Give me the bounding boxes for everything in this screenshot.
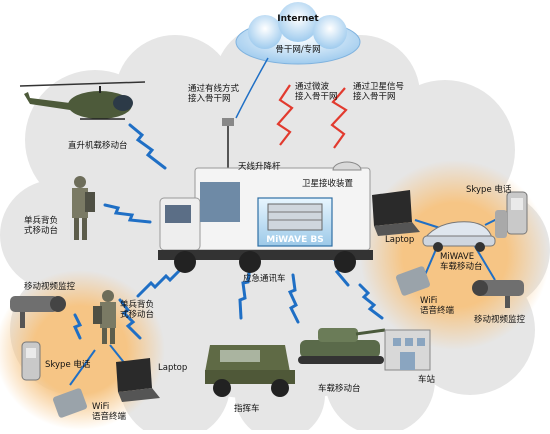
miwave-bs-box <box>257 197 333 247</box>
satellite-link-bolt <box>330 87 348 149</box>
skype-right-label: Skype 电话 <box>466 185 512 195</box>
internet-cloud <box>235 2 361 65</box>
wired-link-label: 通过有线方式 接入骨干网 <box>188 84 240 104</box>
local-links <box>69 214 506 386</box>
laptop-left-label: Laptop <box>158 363 188 373</box>
helicopter-label: 直升机载移动台 <box>68 141 128 151</box>
skype-phone-left-icon <box>21 341 41 381</box>
command-car-icon <box>205 345 295 397</box>
satellite-link-label: 通过卫星信号 接入骨干网 <box>353 82 405 102</box>
microwave-link-bolt <box>276 84 294 146</box>
backpack-left-label: 单兵背负 式移动台 <box>120 300 155 320</box>
internet-title: Internet <box>277 14 319 24</box>
tank-icon <box>298 328 386 364</box>
wifi-phone-right-icon <box>395 266 431 296</box>
skype-left-label: Skype 电话 <box>45 360 91 370</box>
backpack-label: 单兵背负 式移动台 <box>24 216 59 236</box>
wifi-left-label: WiFi 语音终端 <box>92 402 127 422</box>
radio-links <box>72 123 384 340</box>
comm-vehicle-label: 应急通讯车 <box>243 274 286 284</box>
wifi-right-label: WiFi 语音终端 <box>420 296 455 316</box>
microwave-link-label: 通过微波 接入骨干网 <box>295 82 338 102</box>
tank-label: 车载移动台 <box>318 384 361 394</box>
station-label: 车站 <box>418 375 436 385</box>
backbone-label: 骨干网/专网 <box>275 45 321 55</box>
command-car-label: 指挥车 <box>234 404 260 414</box>
wired-link-line <box>235 57 269 119</box>
miwave-bs-label: MiWAVE BS <box>266 235 324 245</box>
station-icon <box>384 329 431 371</box>
laptop-left-icon <box>116 358 160 402</box>
video-right-label: 移动视频监控 <box>474 315 526 325</box>
laptop-right-icon <box>372 190 420 236</box>
satellite-rx-label: 卫星接收装置 <box>302 179 354 189</box>
skype-phone-right-icon <box>495 191 528 238</box>
helicopter-icon <box>19 81 146 120</box>
video-camera-left-icon <box>10 296 66 328</box>
backpack-soldier-icon <box>72 176 95 240</box>
laptop-right-label: Laptop <box>385 235 415 245</box>
wifi-phone-left-icon <box>52 388 88 418</box>
miwave-car-icon <box>422 221 496 252</box>
backpack-soldier-left-icon <box>93 290 116 344</box>
video-left-label: 移动视频监控 <box>24 282 76 292</box>
video-camera-right-icon <box>472 280 524 308</box>
mast-label: 天线升降杆 <box>238 162 281 172</box>
miwave-car-label: MiWAVE 车载移动台 <box>440 252 483 272</box>
